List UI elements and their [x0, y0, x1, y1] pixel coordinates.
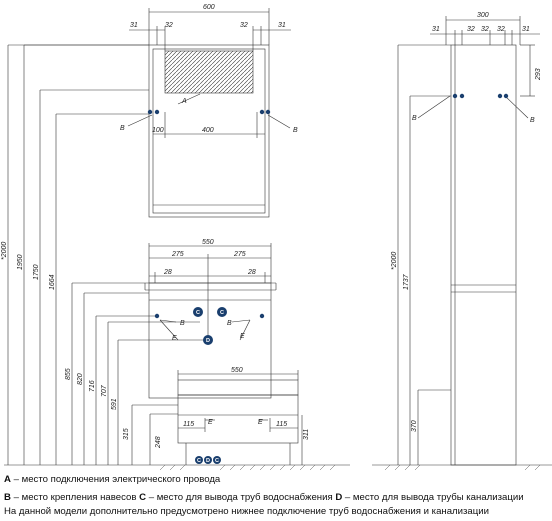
dim-drain-right: 115 — [276, 421, 287, 428]
dim-h-1750: 1750 — [33, 264, 40, 280]
dim-col-right-offset: 31 — [522, 26, 530, 33]
dim-col-h-2000: *2000 — [391, 252, 398, 270]
legend-line-1: A – место подключения электрического про… — [4, 474, 220, 486]
legend-line-3: На данной модели дополнительно предусмот… — [4, 506, 489, 518]
marker-c-bottom-left: C — [197, 458, 201, 464]
label-e-vanity-left: E — [172, 335, 177, 342]
dim-mirror-left-inner: 32 — [165, 22, 173, 29]
dim-h-1950: 1950 — [17, 254, 24, 270]
dim-mirror-right-inner: 32 — [240, 22, 248, 29]
dim-h-315: 315 — [123, 428, 130, 440]
label-e-basin-left: E — [208, 419, 213, 426]
legend-text-d: – место для вывода трубы канализации — [342, 492, 524, 503]
legend-text-a: – место подключения электрического прово… — [10, 474, 221, 485]
label-e-vanity-right: E — [240, 333, 245, 340]
dim-col-h-370: 370 — [411, 420, 418, 432]
legend-key-a: A — [4, 474, 11, 485]
dim-mirror-width: 600 — [203, 4, 215, 11]
electrical-outlet-area — [164, 50, 254, 94]
marker-c-left: C — [196, 310, 200, 316]
dim-col-left-offset: 31 — [432, 26, 440, 33]
dim-h-591: 591 — [111, 398, 118, 410]
dim-mirror-hole-offset: 100 — [152, 127, 164, 134]
legend-key-b: B — [4, 492, 11, 503]
legend-text-note: На данной модели дополнительно предусмот… — [4, 506, 489, 517]
label-b-vanity-right: B — [227, 320, 232, 327]
legend-key-d: D — [335, 492, 343, 503]
dim-inner-width: 550 — [231, 367, 243, 374]
marker-d-bottom: D — [206, 458, 210, 464]
dim-h-311: 311 — [303, 429, 310, 440]
dim-h-248: 248 — [155, 436, 162, 449]
dim-col-left-inner: 32 — [467, 26, 475, 33]
dim-cabinet-half-left: 275 — [171, 251, 184, 258]
label-b-mirror-right: B — [293, 127, 298, 134]
dim-col-h-1737: 1737 — [403, 273, 410, 290]
vanity-cabinet — [140, 243, 350, 466]
legend-text-b: – место крепления навесов — [10, 492, 140, 503]
column-cabinet — [372, 16, 552, 466]
label-b-col-left: B — [412, 115, 417, 122]
dim-col-width: 300 — [477, 12, 489, 19]
dim-h-820: 820 — [77, 373, 84, 385]
label-b-mirror-left: B — [120, 125, 125, 132]
dim-h-2000: *2000 — [1, 242, 8, 260]
mounting-holes — [147, 93, 509, 319]
legend-key-c: C — [139, 492, 147, 503]
floor-hatch — [159, 464, 541, 471]
dim-cabinet-half-right: 275 — [233, 251, 246, 258]
dim-h-716: 716 — [89, 380, 96, 392]
dim-mirror-left-offset: 31 — [130, 22, 138, 29]
dim-h-855: 855 — [65, 368, 72, 380]
dim-mirror-hole-spacing: 400 — [202, 127, 214, 134]
connection-markers — [193, 307, 227, 464]
legend-line-2: B – место крепления навесов C – место дл… — [4, 492, 524, 504]
label-e-basin-right: E — [258, 419, 263, 426]
dim-cabinet-side-left: 28 — [163, 269, 172, 276]
dim-col-center-left: 32 — [481, 26, 489, 33]
dim-col-center-right: 32 — [497, 26, 505, 33]
label-a: A — [181, 98, 187, 105]
legend-text-c: – место для вывода труб водоснабжения — [146, 492, 336, 503]
dim-cabinet-width: 550 — [202, 239, 214, 246]
label-b-col-right: B — [530, 117, 535, 124]
dim-cabinet-side-right: 28 — [247, 269, 256, 276]
dim-h-707: 707 — [101, 384, 108, 397]
height-dimension-lines — [4, 44, 303, 466]
marker-c-bottom-right: C — [215, 458, 219, 464]
dim-mirror-right-offset: 31 — [278, 22, 286, 29]
dim-col-top-gap: 293 — [535, 68, 542, 81]
mirror-cabinet — [127, 8, 291, 218]
dim-h-1664: 1664 — [49, 274, 56, 290]
label-b-vanity-left: B — [180, 320, 185, 327]
dim-drain-left: 115 — [183, 421, 194, 428]
marker-c-right: C — [220, 310, 224, 316]
marker-d: D — [206, 338, 210, 344]
